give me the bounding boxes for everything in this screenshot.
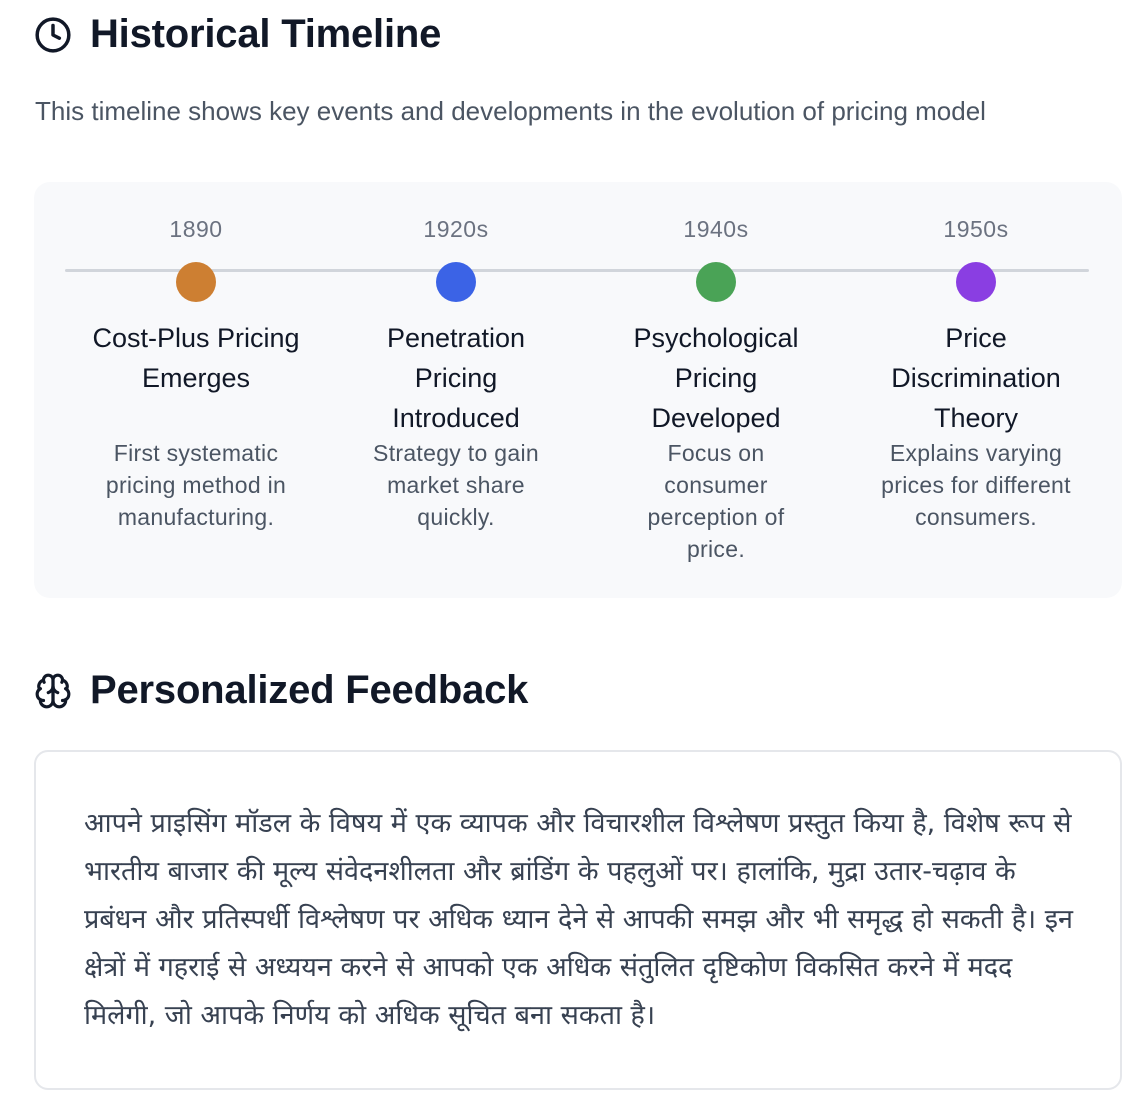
feedback-section-header: Personalized Feedback (34, 668, 528, 713)
brain-icon (35, 673, 71, 708)
timeline-line (65, 269, 1089, 272)
feedback-title: Personalized Feedback (90, 668, 529, 712)
event-description: Focus on consumer perception of price. (647, 440, 785, 562)
timeline-card: 1890 Cost-Plus Pricing Emerges First sys… (34, 182, 1122, 598)
feedback-card: आपने प्राइसिंग मॉडल के विषय में एक व्याप… (34, 750, 1122, 1090)
event-year: 1920s (423, 216, 489, 242)
timeline-intro: This timeline shows key events and devel… (35, 96, 986, 126)
event-year: 1940s (683, 216, 749, 242)
timeline-section-header: Historical Timeline (34, 12, 441, 57)
event-description: First systematic pricing method in manuf… (105, 440, 287, 530)
event-marker (176, 262, 216, 302)
clock-icon (35, 16, 71, 53)
event-marker (436, 262, 476, 302)
event-description: Strategy to gain market share quickly. (373, 440, 539, 530)
event-year: 1950s (943, 216, 1009, 242)
event-title: Cost-Plus Pricing Emerges (92, 323, 300, 393)
event-marker (956, 262, 996, 302)
event-title: Psychological Pricing Developed (633, 323, 799, 433)
timeline-title: Historical Timeline (90, 12, 442, 56)
event-description: Explains varying prices for different co… (881, 440, 1071, 530)
event-title: Penetration Pricing Introduced (386, 323, 526, 433)
event-marker (696, 262, 736, 302)
feedback-text: आपने प्राइसिंग मॉडल के विषय में एक व्याप… (84, 808, 1073, 1031)
event-year: 1890 (169, 216, 223, 242)
event-title: Price Discrimination Theory (891, 323, 1061, 433)
